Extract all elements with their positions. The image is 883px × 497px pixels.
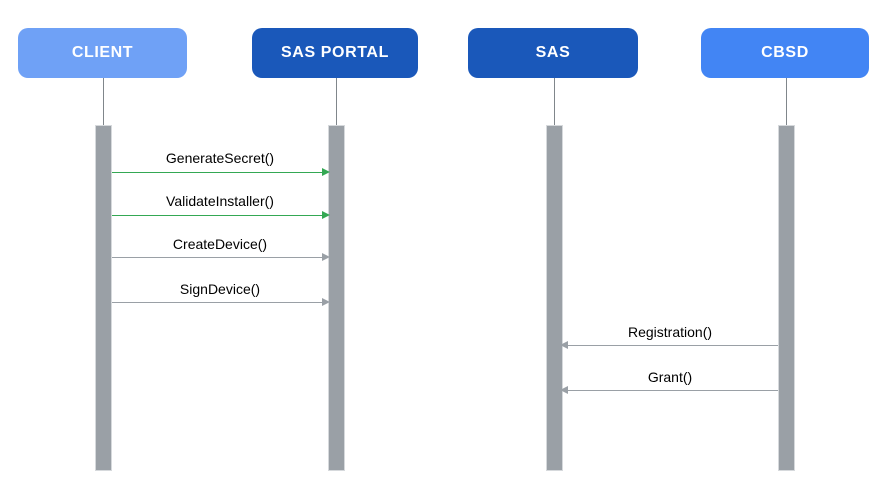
arrowhead-left-icon	[560, 341, 568, 349]
actor-label-cbsd: CBSD	[761, 44, 809, 61]
actor-box-client: CLIENT	[18, 28, 187, 78]
actor-box-cbsd: CBSD	[701, 28, 869, 78]
message-label-validate-installer: ValidateInstaller()	[166, 193, 274, 209]
message-arrow-generate-secret	[112, 168, 330, 176]
message-arrow-create-device	[112, 253, 330, 261]
lifeline-cbsd	[786, 78, 787, 126]
message-label-generate-secret: GenerateSecret()	[165, 150, 275, 166]
message-label-create-device: CreateDevice()	[172, 236, 268, 252]
activation-bar-client	[95, 125, 112, 471]
arrowhead-right-icon	[322, 168, 330, 176]
arrowhead-right-icon	[322, 298, 330, 306]
activation-bar-sas	[546, 125, 563, 471]
message-label-grant: Grant()	[647, 369, 693, 385]
message-arrow-registration	[560, 341, 778, 349]
message-arrow-grant	[560, 386, 778, 394]
lifeline-sas-portal	[336, 78, 337, 126]
arrowhead-left-icon	[560, 386, 568, 394]
message-arrow-validate-installer	[112, 211, 330, 219]
actor-label-client: CLIENT	[71, 44, 134, 61]
actor-box-sas-portal: SAS PORTAL	[252, 28, 418, 78]
message-label-sign-device: SignDevice()	[179, 281, 261, 297]
lifeline-client	[103, 78, 104, 126]
activation-bar-cbsd	[778, 125, 795, 471]
arrowhead-right-icon	[322, 253, 330, 261]
message-label-registration: Registration()	[627, 324, 713, 340]
actor-box-sas: SAS	[468, 28, 638, 78]
actor-label-sas: SAS	[535, 44, 571, 61]
arrowhead-right-icon	[322, 211, 330, 219]
actor-label-sas-portal: SAS PORTAL	[281, 44, 389, 61]
activation-bar-sas-portal	[328, 125, 345, 471]
lifeline-sas	[554, 78, 555, 126]
message-arrow-sign-device	[112, 298, 330, 306]
